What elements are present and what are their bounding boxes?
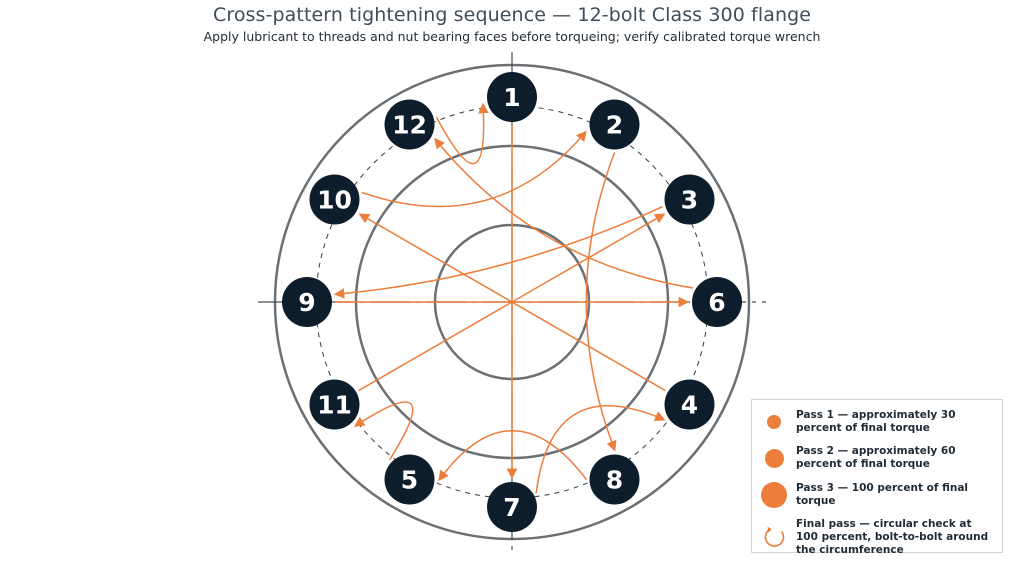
pass-2-dot-icon	[764, 448, 784, 468]
bolt-number-label: 4	[681, 391, 698, 420]
sequence-arrow	[585, 152, 617, 452]
bolt-12: 12	[384, 99, 435, 150]
header: Cross-pattern tightening sequence — 12-b…	[0, 4, 1024, 44]
bolt-circle-marker	[487, 72, 537, 122]
diagram-subtitle: Apply lubricant to threads and nut beari…	[203, 29, 821, 44]
bolt-number-label: 5	[401, 466, 418, 495]
diagram-title: Cross-pattern tightening sequence — 12-b…	[212, 4, 812, 26]
sequence-arrow	[535, 405, 666, 494]
bolt-circle-marker	[692, 277, 742, 327]
legend-label: Pass 1 — approximately 30 percent of fin…	[796, 409, 956, 434]
bolt-number-label: 8	[606, 466, 623, 495]
legend-item-final-pass: Final pass — circular check at 100 perce…	[752, 518, 1002, 557]
bolt-number-label: 3	[681, 186, 698, 215]
bolt-number-label: 6	[708, 288, 725, 317]
bolt-number-label: 1	[503, 83, 520, 112]
sequence-arrow	[333, 206, 663, 299]
bolt-3: 3	[664, 174, 715, 225]
bolt-circle-marker	[487, 482, 537, 532]
legend: Pass 1 — approximately 30 percent of fin…	[751, 399, 1003, 556]
bolt-4: 4	[664, 379, 715, 430]
bolt-circle-marker	[282, 277, 332, 327]
bolt-2: 2	[589, 99, 640, 150]
bolt-number-label: 11	[317, 391, 352, 420]
sequence-arrow	[434, 137, 693, 289]
sequence-arrows	[333, 102, 693, 494]
sequence-arrow	[438, 430, 588, 482]
legend-item-pass-2: Pass 2 — approximately 60 percent of fin…	[752, 445, 1002, 471]
bolt-number-label: 12	[392, 111, 427, 140]
bolt-6: 6	[692, 277, 742, 327]
legend-item-pass-1: Pass 1 — approximately 30 percent of fin…	[752, 409, 1002, 435]
bolt-number-label: 2	[606, 111, 623, 140]
pass-1-dot-icon	[767, 415, 781, 429]
bolt-circle-marker	[384, 454, 435, 505]
sequence-arrow	[435, 102, 489, 165]
legend-item-pass-3: Pass 3 — 100 percent of final torque	[752, 482, 1002, 508]
sequence-arrow	[353, 401, 414, 461]
bolt-number-label: 9	[298, 288, 315, 317]
legend-label: Final pass — circular check at 100 perce…	[796, 518, 989, 556]
bolt-9: 9	[282, 277, 332, 327]
bolt-10: 10	[309, 174, 360, 225]
bolt-circle-marker	[384, 99, 435, 150]
bolt-circle-marker	[309, 174, 360, 225]
legend-label: Pass 3 — 100 percent of final torque	[796, 482, 969, 507]
bolt-circle-marker	[309, 379, 360, 430]
bolt-11: 11	[309, 379, 360, 430]
bolt-1: 1	[487, 72, 537, 122]
sequence-arrow	[361, 130, 587, 208]
bolt-circle-marker	[589, 99, 640, 150]
bolt-7: 7	[487, 482, 537, 532]
bolt-number-label: 10	[317, 186, 352, 215]
bolt-circle-marker	[664, 379, 715, 430]
legend-label: Pass 2 — approximately 60 percent of fin…	[796, 445, 956, 470]
bolt-circle-marker	[664, 174, 715, 225]
bolt-8: 8	[589, 454, 640, 505]
circular-arrow-icon	[764, 526, 785, 547]
bolt-circle-marker	[589, 454, 640, 505]
bolt-number-label: 7	[503, 493, 520, 522]
pass-3-dot-icon	[761, 482, 787, 508]
bolt-5: 5	[384, 454, 435, 505]
